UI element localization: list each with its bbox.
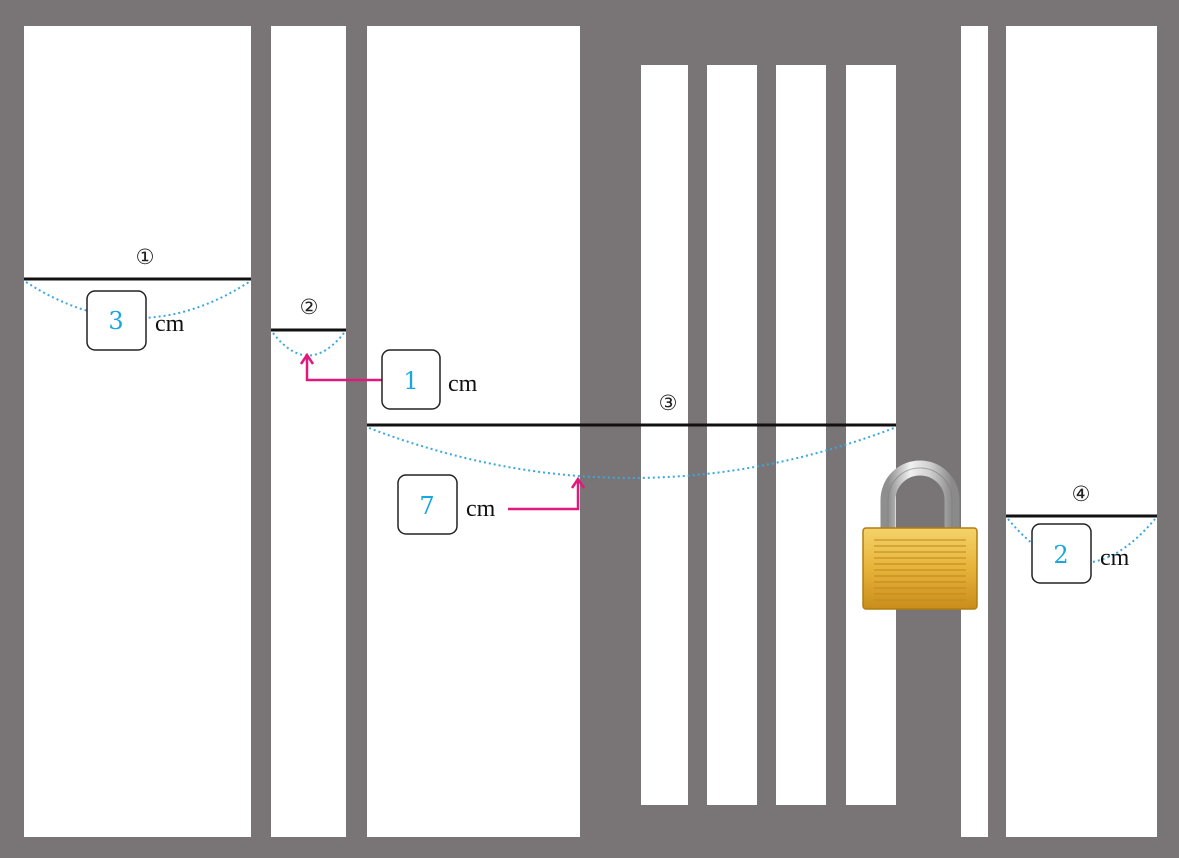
panel-2 <box>271 26 346 837</box>
answer-value-4: 2 <box>1053 541 1068 569</box>
answer-box-4[interactable] <box>1031 523 1092 584</box>
answer-value-1: 3 <box>108 307 123 335</box>
panel-6 <box>1006 26 1157 837</box>
gate-slot-3 <box>776 65 826 805</box>
measurement-4-arc <box>1007 518 1156 564</box>
answer-box-3[interactable] <box>397 474 458 535</box>
measurement-2: ② 1 cm <box>271 295 478 410</box>
measurement-1-marker: ① <box>136 245 155 269</box>
panel-3 <box>367 26 580 837</box>
panel-5 <box>961 26 988 837</box>
pointer-arrow-2 <box>305 357 382 382</box>
pointer-arrowhead-2 <box>299 352 315 365</box>
pointer-arrowhead-3 <box>570 476 586 489</box>
answer-value-3: 7 <box>419 492 434 520</box>
gate-slot-4 <box>846 65 896 805</box>
measurement-1-arc <box>25 281 250 319</box>
unit-label-4: cm <box>1100 545 1130 571</box>
pointer-arrow-3 <box>508 481 580 511</box>
measurement-4-marker: ④ <box>1072 482 1091 506</box>
measurement-3-marker: ③ <box>659 391 678 415</box>
door-panels <box>24 26 1157 837</box>
panel-1 <box>24 26 251 837</box>
answer-box-2[interactable] <box>381 349 441 410</box>
gate-slot-1 <box>641 65 688 805</box>
measurement-3-arc <box>368 427 895 479</box>
measurement-2-arc <box>272 332 345 357</box>
padlock-icon <box>862 460 978 610</box>
gate-frame <box>580 26 961 837</box>
measurement-2-marker: ② <box>300 295 319 319</box>
unit-label-2: cm <box>448 371 478 397</box>
gate-slot-2 <box>707 65 757 805</box>
answer-value-2: 1 <box>403 367 418 395</box>
unit-label-3: cm <box>466 496 496 522</box>
measurement-1: ① 3 cm <box>24 245 251 351</box>
measurement-3: ③ 7 cm <box>367 391 896 535</box>
answer-box-1[interactable] <box>86 290 147 351</box>
unit-label-1: cm <box>155 311 185 337</box>
measurement-4: ④ 2 cm <box>1006 482 1157 584</box>
